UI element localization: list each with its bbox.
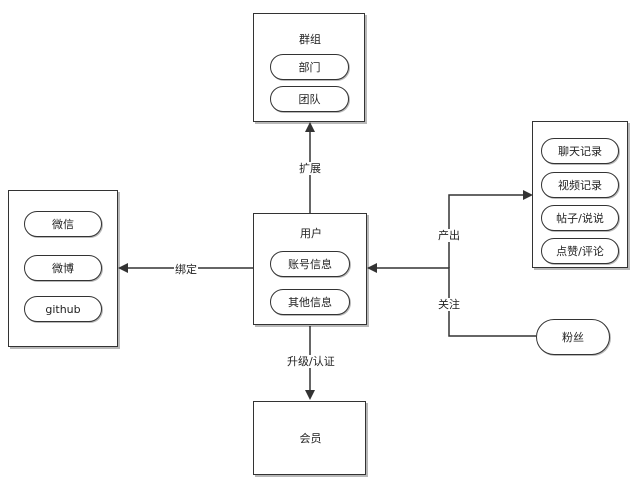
edge-label-upgrade: 升级/认证: [286, 355, 336, 368]
edge-label-expand: 扩展: [298, 162, 322, 175]
edge-user-to-content: [448, 190, 533, 268]
member-node: 会员: [253, 401, 366, 475]
binding-item-wechat: 微信: [24, 211, 102, 237]
edge-label-follow: 关注: [437, 298, 461, 311]
user-title: 用户: [300, 227, 322, 240]
user-item-account-info: 账号信息: [270, 251, 350, 277]
edge-label-bind: 绑定: [174, 263, 198, 276]
content-item-video-history: 视频记录: [541, 172, 619, 198]
member-label: 会员: [299, 432, 322, 445]
edge-label-produce: 产出: [437, 229, 461, 242]
content-item-posts: 帖子/说说: [541, 205, 619, 231]
group-item-team: 团队: [270, 86, 349, 112]
binding-item-weibo: 微博: [24, 255, 102, 281]
fans-node: 粉丝: [536, 319, 610, 355]
content-item-chat-history: 聊天记录: [541, 138, 619, 164]
content-item-likes-comments: 点赞/评论: [541, 238, 619, 264]
binding-item-github: github: [24, 296, 102, 322]
user-item-other-info: 其他信息: [270, 289, 350, 315]
group-item-department: 部门: [270, 54, 349, 80]
group-title: 群组: [299, 33, 321, 46]
